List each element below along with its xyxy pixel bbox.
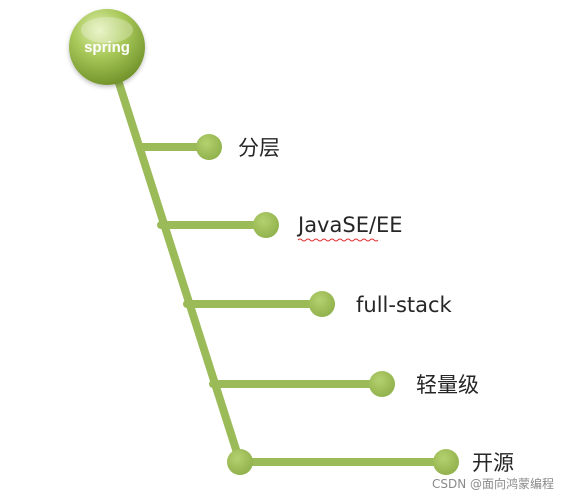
trunk-base-node [227,449,253,475]
branch-node-4 [369,371,395,397]
root-node [69,9,145,85]
trunk-line [114,76,244,466]
branch-label-3: full-stack [356,293,453,317]
branch-label-2: JavaSE/EE [296,213,403,237]
branch-node-1 [196,134,222,160]
branch-label-5: 开源 [472,451,514,475]
root-node-highlight [81,17,133,43]
csdn-watermark: CSDN @面向鸿蒙编程 [431,477,554,491]
branch-node-3 [309,291,335,317]
branch-node-5 [433,449,459,475]
spellcheck-underline [297,238,379,242]
branch-node-2 [253,212,279,238]
branch-label-4: 轻量级 [416,373,479,397]
root-label: spring [84,39,130,56]
branch-label-1: 分层 [238,136,280,160]
